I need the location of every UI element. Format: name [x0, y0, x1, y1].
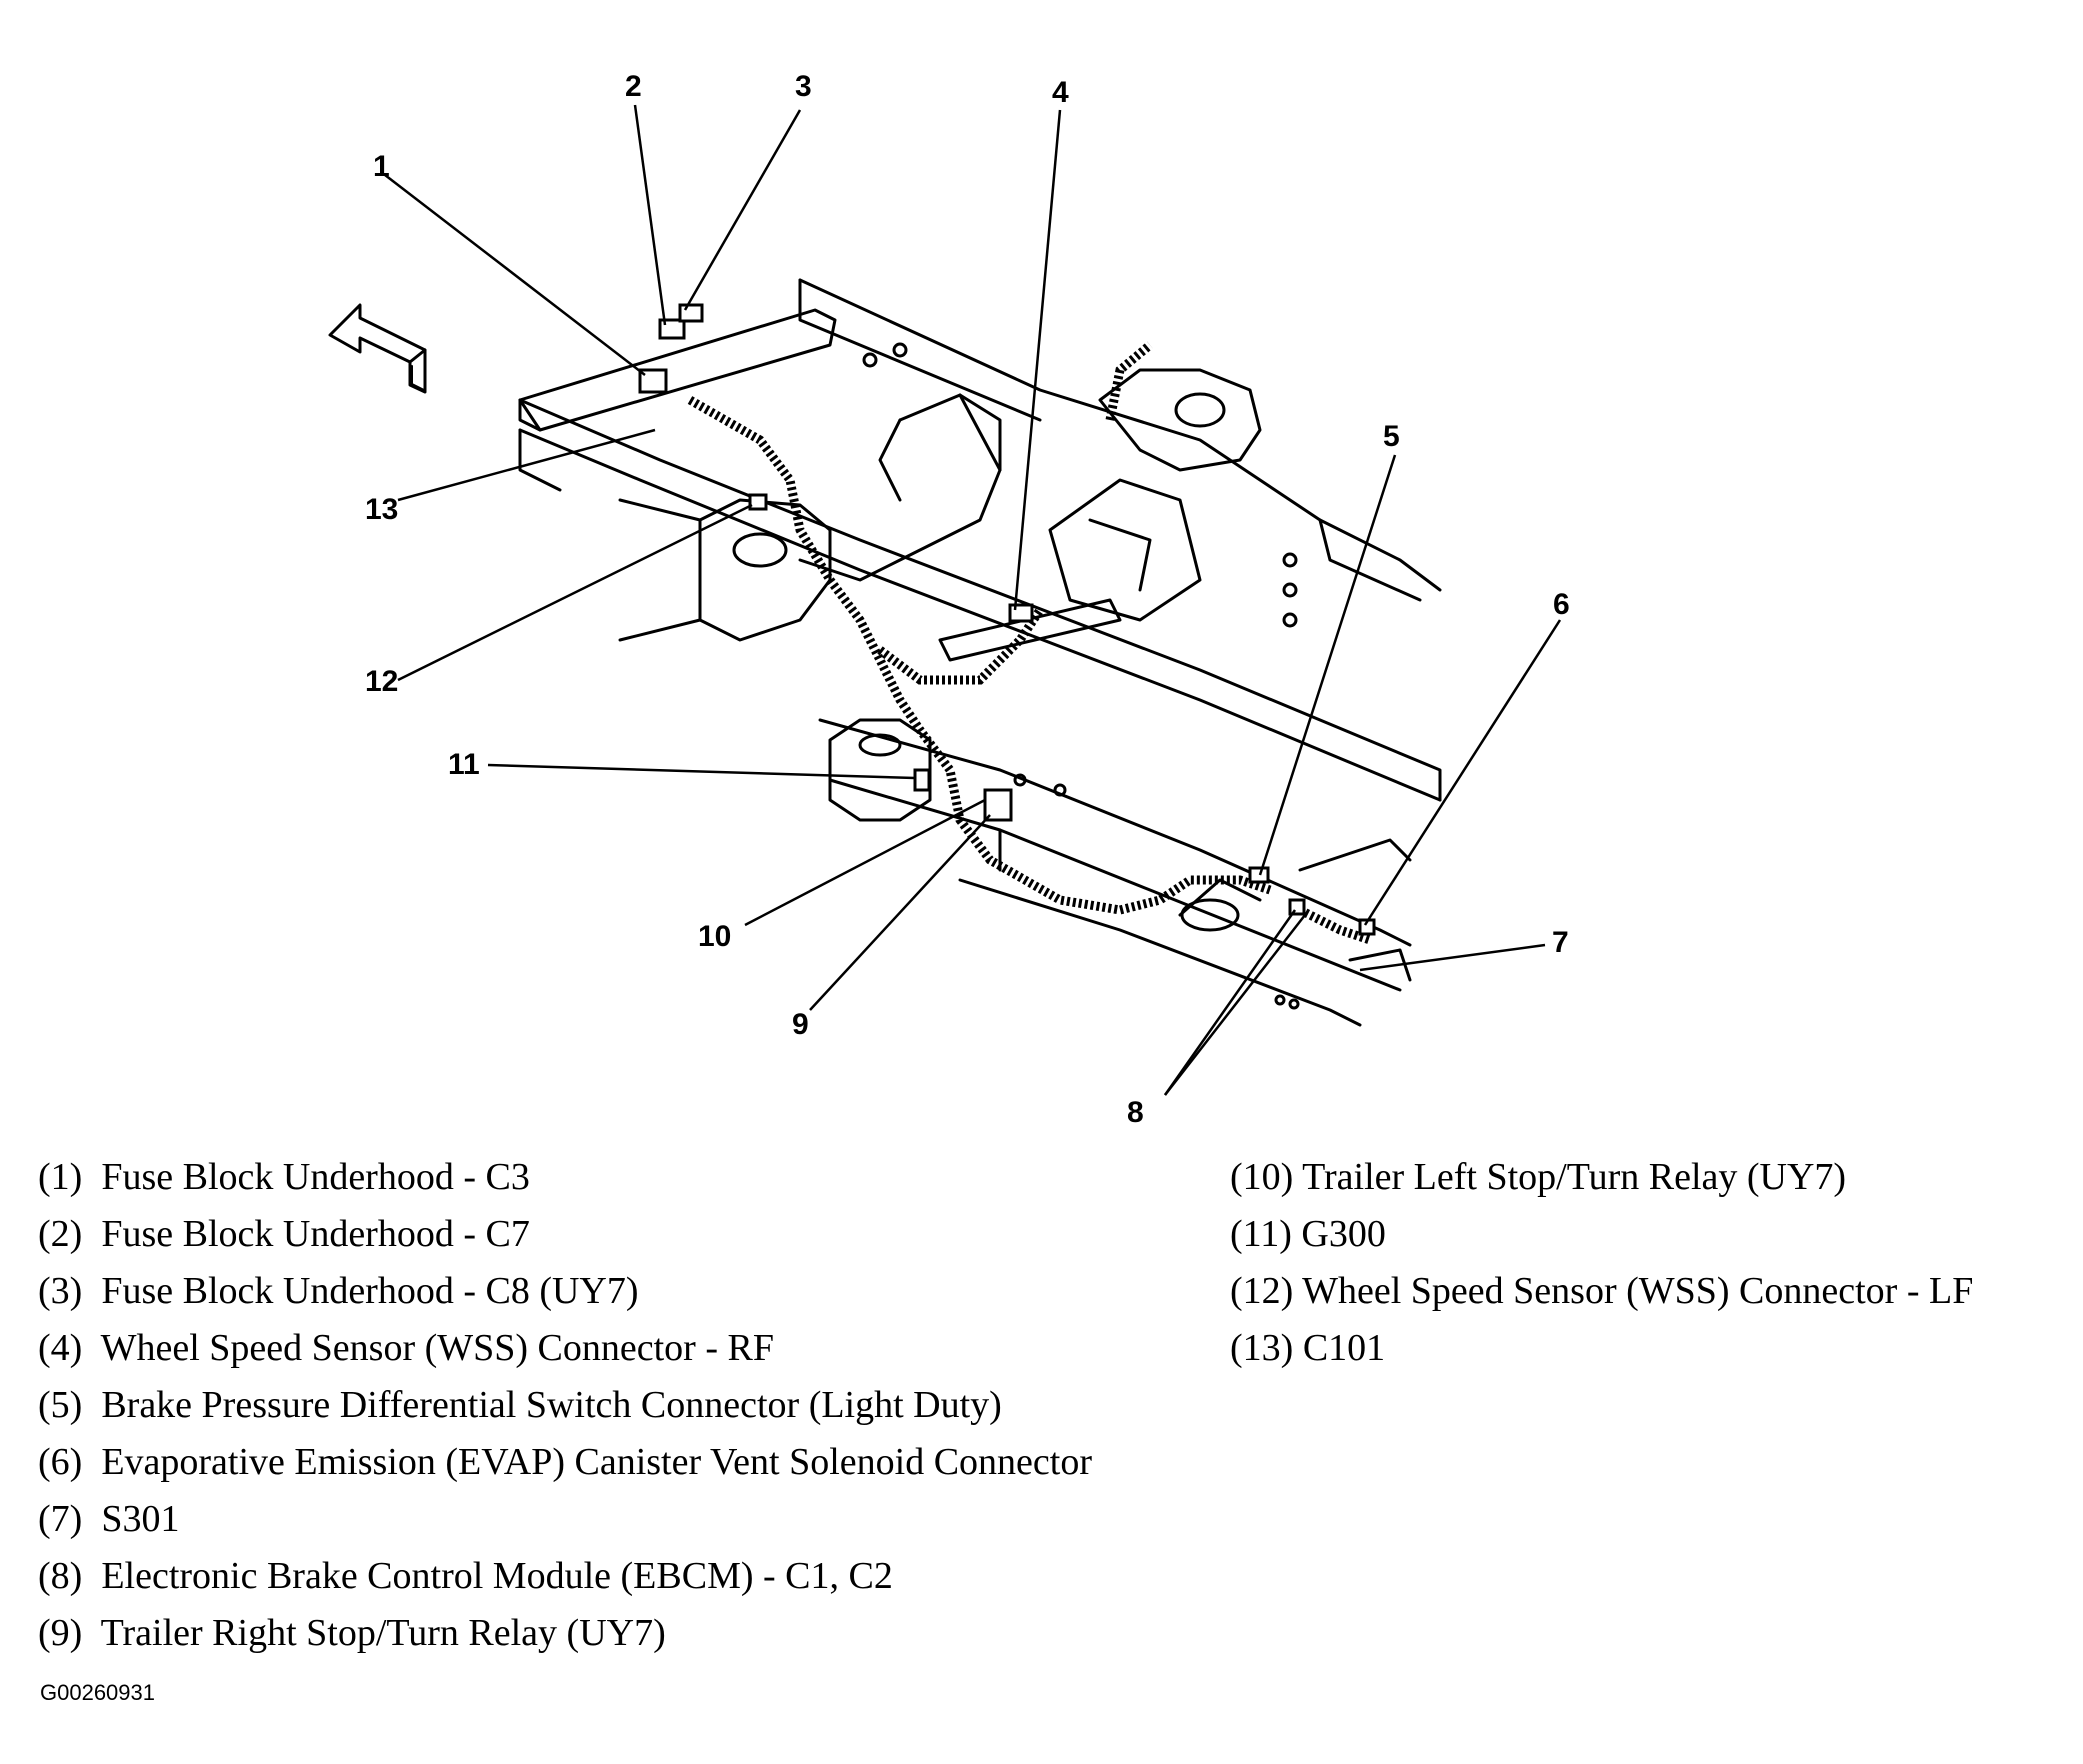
leader-8a	[1163, 909, 1297, 1096]
callout-2: 2	[625, 70, 642, 103]
leader-8b	[1164, 914, 1306, 1096]
callout-6: 6	[1553, 588, 1570, 621]
callout-8: 8	[1127, 1096, 1144, 1129]
callout-12: 12	[365, 665, 399, 698]
connector-c3	[638, 368, 668, 394]
leader-2	[633, 104, 667, 326]
connector-c8	[678, 303, 704, 323]
relay-left	[983, 788, 1013, 822]
legend-item-1: (1) Fuse Block Underhood - C3	[38, 1156, 530, 1198]
legend-item-2: (2) Fuse Block Underhood - C7	[38, 1213, 530, 1255]
chassis-wiring-drawing	[328, 104, 1562, 1096]
legend-item-4: (4) Wheel Speed Sensor (WSS) Connector -…	[38, 1327, 774, 1369]
callout-4: 4	[1052, 76, 1069, 109]
connector-wss-rf	[1008, 603, 1034, 623]
callout-7: 7	[1552, 926, 1569, 959]
legend-item-10: (10) Trailer Left Stop/Turn Relay (UY7)	[1230, 1156, 1847, 1198]
legend-item-8: (8) Electronic Brake Control Module (EBC…	[38, 1555, 893, 1597]
legend-item-6: (6) Evaporative Emission (EVAP) Canister…	[38, 1441, 1093, 1483]
leader-10	[744, 798, 986, 927]
leader-6	[1363, 619, 1562, 926]
legend-item-12: (12) Wheel Speed Sensor (WSS) Connector …	[1230, 1270, 1974, 1312]
leader-3	[683, 109, 802, 311]
figure-id: G00260931	[40, 1680, 155, 1705]
callout-11: 11	[448, 748, 480, 781]
leader-9	[809, 814, 991, 1011]
connector-ebcm	[1288, 898, 1306, 916]
leader-11	[487, 763, 916, 780]
legend-item-3: (3) Fuse Block Underhood - C8 (UY7)	[38, 1270, 639, 1312]
leader-1	[384, 174, 646, 376]
legend-item-11: (11) G300	[1230, 1213, 1386, 1255]
leader-13	[397, 428, 656, 502]
ground-g300	[913, 768, 931, 792]
connector-wss-lf	[748, 493, 768, 511]
leader-12	[397, 503, 753, 682]
leader-5	[1258, 454, 1397, 876]
callout-1: 1	[373, 150, 390, 183]
legend-item-5: (5) Brake Pressure Differential Switch C…	[38, 1384, 1002, 1426]
forward-arrow-icon	[328, 303, 427, 394]
legend-item-9: (9) Trailer Right Stop/Turn Relay (UY7)	[38, 1612, 666, 1654]
callout-5: 5	[1383, 420, 1400, 453]
callout-3: 3	[795, 70, 812, 103]
callout-13: 13	[365, 493, 399, 526]
legend-item-13: (13) C101	[1230, 1327, 1386, 1369]
legend-item-7: (7) S301	[38, 1498, 180, 1540]
leader-4	[1013, 109, 1062, 611]
callout-10: 10	[698, 920, 732, 953]
connector-bpds	[1248, 866, 1270, 884]
callout-9: 9	[792, 1008, 809, 1041]
leader-7	[1359, 943, 1546, 972]
